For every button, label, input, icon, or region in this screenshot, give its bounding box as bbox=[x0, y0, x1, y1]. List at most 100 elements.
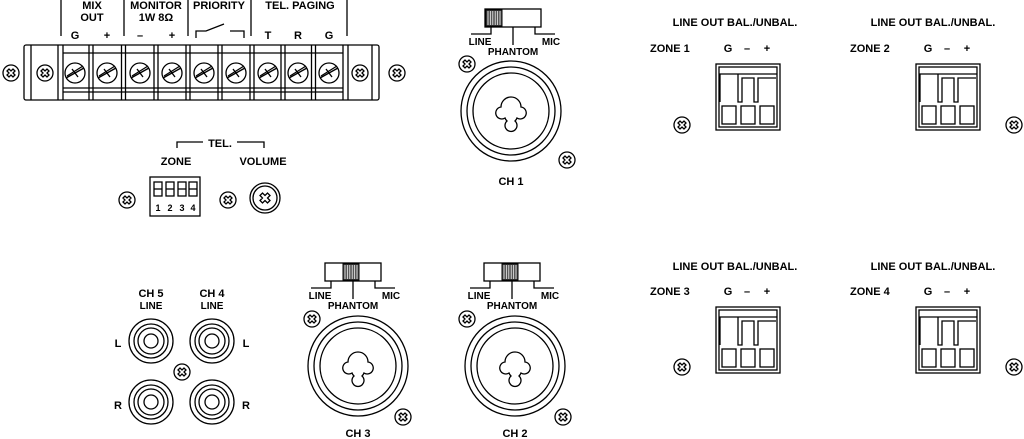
tel-paging-title: TEL. PAGING bbox=[265, 0, 334, 12]
terminal-screw-icon[interactable] bbox=[64, 62, 86, 84]
terminal-screw-icon[interactable] bbox=[96, 62, 118, 84]
pin-label: + bbox=[964, 43, 970, 55]
switch-mic-label: MIC bbox=[382, 291, 400, 302]
mix-out-title-2: OUT bbox=[80, 12, 104, 24]
switch-mic-label: MIC bbox=[542, 37, 560, 48]
terminal-screw-icon[interactable] bbox=[287, 62, 309, 84]
wire-slot[interactable] bbox=[959, 105, 975, 125]
mounting-screw-icon bbox=[1005, 358, 1023, 376]
zone-label: ZONE 1 bbox=[650, 43, 690, 55]
pin-label: + bbox=[104, 30, 110, 42]
pin-label: + bbox=[764, 286, 770, 298]
pin-label: G bbox=[71, 30, 80, 42]
wire-slot[interactable] bbox=[721, 348, 737, 368]
line-phantom-mic-switch[interactable] bbox=[484, 8, 542, 28]
wire-slot[interactable] bbox=[940, 105, 956, 125]
switch-line-label: LINE bbox=[469, 37, 492, 48]
mix-out-title-1: MIX bbox=[82, 0, 102, 12]
xlr-jack[interactable] bbox=[464, 315, 566, 417]
line-out-title: LINE OUT BAL./UNBAL. bbox=[673, 261, 798, 273]
mounting-screw-icon bbox=[388, 64, 406, 82]
rca-jack[interactable] bbox=[128, 379, 174, 425]
xlr-pin-holes bbox=[495, 96, 527, 133]
mounting-screw-icon bbox=[673, 358, 691, 376]
xlr-jack[interactable] bbox=[307, 315, 409, 417]
dip-number: 3 bbox=[179, 203, 184, 213]
wire-slot[interactable] bbox=[940, 348, 956, 368]
switch-phantom-label: PHANTOM bbox=[487, 301, 537, 312]
terminal-screw-icon[interactable] bbox=[225, 62, 247, 84]
mounting-screw-icon bbox=[2, 64, 20, 82]
terminal-screw-icon[interactable] bbox=[257, 62, 279, 84]
euroblock-terminal[interactable] bbox=[915, 63, 981, 131]
pin-label: – bbox=[944, 43, 950, 55]
terminal-screw-icon[interactable] bbox=[129, 62, 151, 84]
xlr-channel-label: CH 3 bbox=[345, 428, 370, 439]
pin-label: + bbox=[169, 30, 175, 42]
rca-jack[interactable] bbox=[189, 379, 235, 425]
tel-section: TEL. ZONE VOLUME 1 2 3 4 bbox=[118, 138, 287, 217]
rca-r-label: R bbox=[242, 400, 250, 412]
rca-l-label: L bbox=[243, 338, 250, 350]
euroblock-terminal[interactable] bbox=[915, 306, 981, 374]
rca-type-label: LINE bbox=[140, 301, 163, 312]
terminal-screw-icon[interactable] bbox=[161, 62, 183, 84]
line-phantom-mic-switch[interactable] bbox=[324, 262, 382, 282]
mounting-screw-icon bbox=[558, 151, 576, 169]
zone-dip-switch[interactable]: 1 2 3 4 bbox=[149, 176, 201, 217]
line-out-title: LINE OUT BAL./UNBAL. bbox=[871, 261, 996, 273]
pin-label: + bbox=[964, 286, 970, 298]
wire-slot[interactable] bbox=[740, 105, 756, 125]
wire-slot[interactable] bbox=[959, 348, 975, 368]
dip-number: 2 bbox=[167, 203, 172, 213]
priority-title: PRIORITY bbox=[193, 0, 246, 12]
pin-label: T bbox=[265, 30, 272, 42]
wire-slot[interactable] bbox=[759, 348, 775, 368]
mounting-screw-icon bbox=[673, 116, 691, 134]
terminal-block-labels: MIX OUT G + MONITOR 1W 8Ω – + PRIORITY T… bbox=[60, 0, 348, 42]
euroblock-terminal[interactable] bbox=[715, 306, 781, 374]
pin-label: – bbox=[744, 286, 750, 298]
mounting-screw-icon bbox=[36, 64, 54, 82]
mounting-screw-icon bbox=[173, 363, 191, 381]
pin-label: G bbox=[724, 43, 733, 55]
mounting-screw-icon bbox=[118, 191, 136, 209]
switch-line-label: LINE bbox=[468, 291, 491, 302]
wire-slot[interactable] bbox=[921, 105, 937, 125]
terminal-screw-icon[interactable] bbox=[193, 62, 215, 84]
rca-jack[interactable] bbox=[189, 318, 235, 364]
mounting-screw-icon bbox=[1005, 116, 1023, 134]
euroblock-terminal[interactable] bbox=[715, 63, 781, 131]
tel-volume-knob[interactable] bbox=[249, 182, 281, 214]
mounting-screw-icon bbox=[458, 310, 476, 328]
xlr-pin-holes bbox=[499, 351, 531, 388]
monitor-title-2: 1W 8Ω bbox=[139, 12, 174, 24]
rca-l-label: L bbox=[115, 338, 122, 350]
wire-slot[interactable] bbox=[740, 348, 756, 368]
line-phantom-mic-switch[interactable] bbox=[483, 262, 541, 282]
xlr-jack[interactable] bbox=[460, 60, 562, 162]
wire-slot[interactable] bbox=[721, 105, 737, 125]
switch-mic-label: MIC bbox=[541, 291, 559, 302]
wire-slot[interactable] bbox=[921, 348, 937, 368]
volume-label: VOLUME bbox=[239, 156, 286, 168]
pin-label: G bbox=[724, 286, 733, 298]
xlr-pin-holes bbox=[342, 351, 374, 388]
zone-label: ZONE 4 bbox=[850, 286, 891, 298]
rca-channel-label: CH 5 bbox=[138, 288, 163, 300]
switch-phantom-label: PHANTOM bbox=[488, 47, 538, 58]
tel-bracket bbox=[176, 141, 265, 148]
terminal-screw-icon[interactable] bbox=[318, 62, 340, 84]
wire-slot[interactable] bbox=[759, 105, 775, 125]
mounting-screw-icon bbox=[394, 408, 412, 426]
switch-line-label: LINE bbox=[309, 291, 332, 302]
mounting-screw-icon bbox=[303, 310, 321, 328]
dip-number: 1 bbox=[155, 203, 160, 213]
rca-jack[interactable] bbox=[128, 318, 174, 364]
mounting-screw-icon bbox=[219, 191, 237, 209]
pin-label: – bbox=[137, 30, 143, 42]
